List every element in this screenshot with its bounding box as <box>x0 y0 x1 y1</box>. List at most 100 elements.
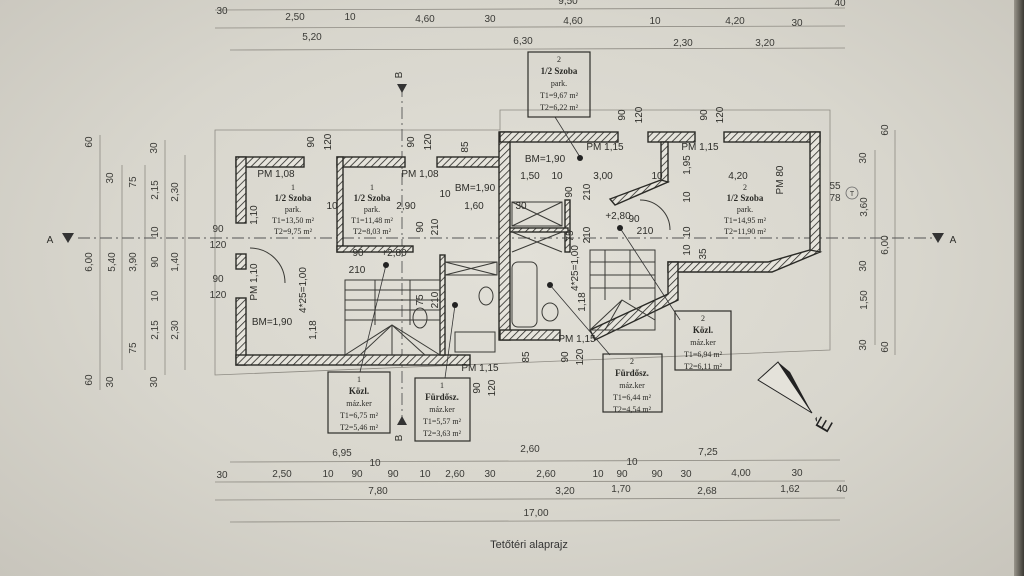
room-box-floor: máz.ker <box>690 338 716 347</box>
dimension-label-top: 2,30 <box>673 38 693 49</box>
dimension-label-bottom: 17,00 <box>523 508 548 519</box>
room-box-t1: T1=5,57 m² <box>423 417 462 426</box>
dimension-label-interior: PM 1,08 <box>257 169 295 180</box>
dimension-label-top: 4,60 <box>563 16 583 27</box>
dimension-label-top: 30 <box>216 6 228 17</box>
level-marker-label: T <box>850 191 855 198</box>
dimension-label-interior: 120 <box>575 348 586 365</box>
room-label-no: 2 <box>743 183 747 192</box>
room-box-no: 1 <box>357 375 361 384</box>
dimension-label-bottom: 10 <box>626 457 638 468</box>
dimension-label-interior: 90 <box>406 136 417 148</box>
dimension-label-top: 30 <box>484 14 496 25</box>
dimension-label-interior: PM 1,15 <box>586 142 624 153</box>
dimension-label-left: 2,30 <box>170 182 181 202</box>
room-box-floor: máz.ker <box>619 381 645 390</box>
dimension-label-left: 75 <box>128 176 139 188</box>
room-box-t1: T1=6,75 m² <box>340 411 379 420</box>
dimension-label-bottom: 1,62 <box>780 484 800 495</box>
dimension-label-right: 78 <box>829 193 841 204</box>
section-a-right-arrow-icon <box>932 233 944 243</box>
dimension-label-interior: 1,18 <box>308 320 319 340</box>
dimension-label-interior: 10 <box>651 171 663 182</box>
room-label-t2: T2=11,90 m² <box>724 227 766 236</box>
room-label-name: 1/2 Szoba <box>727 193 764 203</box>
dimension-label-interior: 10 <box>682 226 693 238</box>
room-box-no: 2 <box>557 55 561 64</box>
dimension-label-bottom: 6,95 <box>332 448 352 459</box>
dimension-label-left: 30 <box>105 172 116 184</box>
dimension-label-interior: 85 <box>521 351 532 363</box>
north-label: É <box>811 413 838 436</box>
dimension-label-bottom: 1,70 <box>611 484 631 495</box>
room-box-frame <box>327 371 391 434</box>
dimension-label-interior: 10 <box>682 191 693 203</box>
dimension-label-interior: 120 <box>715 106 726 123</box>
dimension-label-bottom: 30 <box>680 469 692 480</box>
dimension-label-left: 3,90 <box>128 252 139 272</box>
dimension-label-interior: 1,10 <box>249 205 260 225</box>
dimension-label-interior: 90 <box>560 351 571 363</box>
dimension-label-bottom: 30 <box>791 468 803 479</box>
section-a-left-label: A <box>47 235 54 246</box>
section-b-bottom-arrow-icon <box>397 416 407 425</box>
dimension-label-bottom: 7,80 <box>368 486 388 497</box>
dimension-label-right: 60 <box>880 124 891 136</box>
dimension-label-interior: 4,20 <box>728 171 748 182</box>
dimension-label-interior: 90 <box>617 109 628 121</box>
dimension-label-left: 90 <box>150 256 161 268</box>
room-box-t2: T2=5,46 m² <box>340 423 379 432</box>
dimension-label-interior: 10 <box>439 189 451 200</box>
dimension-label-left: 30 <box>149 376 160 388</box>
dimension-label-right: 30 <box>858 339 869 351</box>
dimension-label-interior: PM 1,15 <box>681 142 719 153</box>
dimension-label-left: 90 <box>212 224 224 235</box>
dimension-label-right: 1,50 <box>859 290 870 310</box>
dimension-label-bottom: 3,20 <box>555 486 575 497</box>
dimension-lines <box>99 7 896 523</box>
dimension-label-right: 55 <box>829 181 841 192</box>
room-box-t2: T2=6,22 m² <box>540 103 579 112</box>
dimension-label-interior: BM=1,90 <box>525 154 566 165</box>
dimension-label-interior: 90 <box>628 214 640 225</box>
level-marker-icon <box>845 186 859 200</box>
section-a-left-arrow-icon <box>62 233 74 243</box>
dimension-label-top: 5,20 <box>302 32 322 43</box>
dimension-label-interior: PM 1,15 <box>461 363 499 374</box>
walls <box>235 131 823 366</box>
room-box-t1: T1=9,67 m² <box>540 91 579 100</box>
room-box-name: Fürdősz. <box>615 368 649 378</box>
room-box-frame <box>674 310 732 371</box>
dimension-label-interior: 90 <box>306 136 317 148</box>
dimension-label-right: 3,60 <box>859 197 870 217</box>
dimension-label-interior: 1,18 <box>577 292 588 312</box>
dimension-label-top: 4,20 <box>725 16 745 27</box>
dimension-label-top: 4,60 <box>415 14 435 25</box>
dimension-label-left: 120 <box>210 240 227 251</box>
dimension-label-left: 90 <box>212 274 224 285</box>
dimension-label-interior: 210 <box>430 291 441 308</box>
dimension-label-bottom: 90 <box>351 469 363 480</box>
dimension-label-interior: 210 <box>637 226 654 237</box>
drawing-title: Tetőtéri alaprajz <box>490 539 568 551</box>
room-box-floor: máz.ker <box>429 405 455 414</box>
dimension-label-interior: 1,60 <box>464 201 484 212</box>
dimension-label-interior: 2,90 <box>396 201 416 212</box>
dimension-label-left: 30 <box>149 142 160 154</box>
dimension-label-interior: 210 <box>430 218 441 235</box>
dimension-label-interior: 90 <box>564 186 575 198</box>
dimension-label-top: 6,30 <box>513 36 533 47</box>
dimension-label-top: 2,50 <box>285 12 305 23</box>
dimension-label-interior: 120 <box>487 379 498 396</box>
north-arrow-icon <box>757 361 813 414</box>
dimension-label-bottom: 2,60 <box>520 444 540 455</box>
dimension-label-bottom: 90 <box>651 469 663 480</box>
dimension-label-interior: 90 <box>352 248 364 259</box>
dimension-label-bottom: 90 <box>387 469 399 480</box>
room-label-t2: T2=9,75 m² <box>274 227 313 236</box>
dimension-label-interior: PM 80 <box>775 165 786 194</box>
dimension-label-left: 2,15 <box>150 320 161 340</box>
dimension-label-bottom: 10 <box>592 469 604 480</box>
dimension-label-bottom: 2,60 <box>445 469 465 480</box>
room-label-name: 1/2 Szoba <box>354 193 391 203</box>
